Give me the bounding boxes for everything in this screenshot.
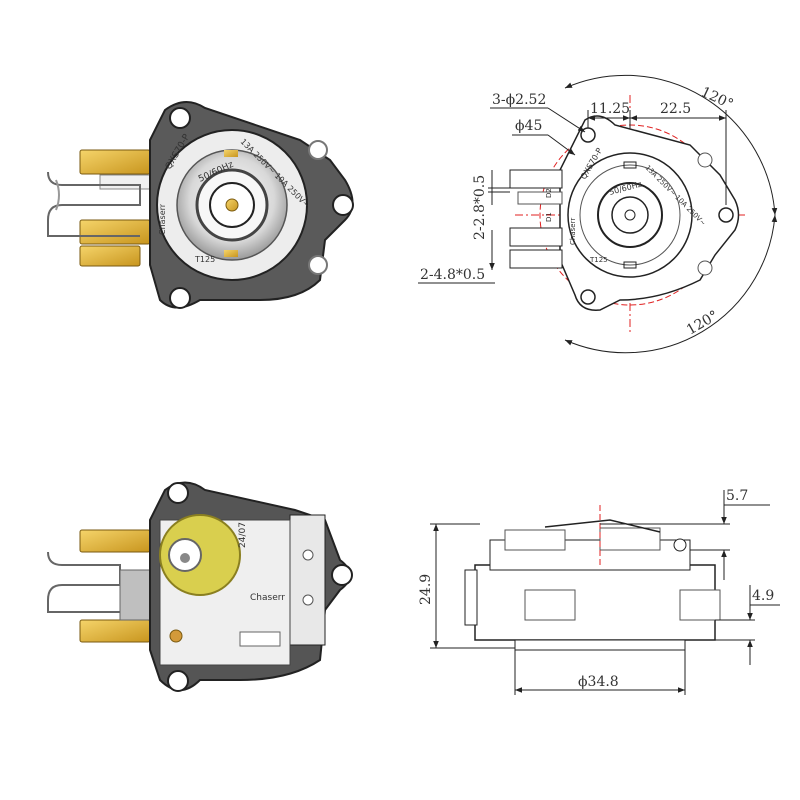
drawing-brand-label: Chaserr [569,218,577,245]
mount-hole-bottom [169,287,191,309]
center-contact [225,198,239,212]
angle-bottom-dim: 120° [684,308,721,339]
date-code-label: 24/07 [238,522,248,548]
top-view-drawing: 50/60Hz QXS70-P 13A 250V~ 10A 250V~ T125… [418,74,778,354]
mount-hole-right [332,194,354,216]
pin-size-dim: 2-4.8*0.5 [420,267,485,283]
base-dia-dim: ϕ34.8 [578,674,619,690]
drawing-code-label: T125 [589,256,608,264]
side-view-drawing: 24.9 5.7 4.9 ϕ34.8 [418,488,780,695]
terminal-pins-bottom [47,529,161,643]
pin-pitch-dim: 2-2.8*0.5 [472,175,488,240]
height-dim: 24.9 [418,574,434,605]
offset-x2-dim: 22.5 [660,101,691,117]
holes-dim: 3-ϕ2.52 [492,92,546,108]
bottom-brand-label: Chaserr [250,593,285,603]
drawing-d2-label: D2 [545,188,553,198]
angle-top-dim: 120° [698,84,735,113]
terminal-pins-left [47,149,161,267]
top-view-render: 50/60Hz QXS70-P 13A 250V~ 10A 250V~ T125… [47,101,354,309]
brand-label: Chaserr [158,203,167,235]
side-offset-dim: 4.9 [752,588,774,604]
top-offset-dim: 5.7 [726,488,748,504]
code-label: T125 [194,255,215,264]
bottom-view-render: 24/07 Chaserr [47,481,353,692]
mount-hole-top [169,107,191,129]
drawing-d1-label: D1 [545,212,553,222]
offset-x1-dim: 11.25 [590,101,630,117]
pcd-dim: ϕ45 [515,118,542,134]
